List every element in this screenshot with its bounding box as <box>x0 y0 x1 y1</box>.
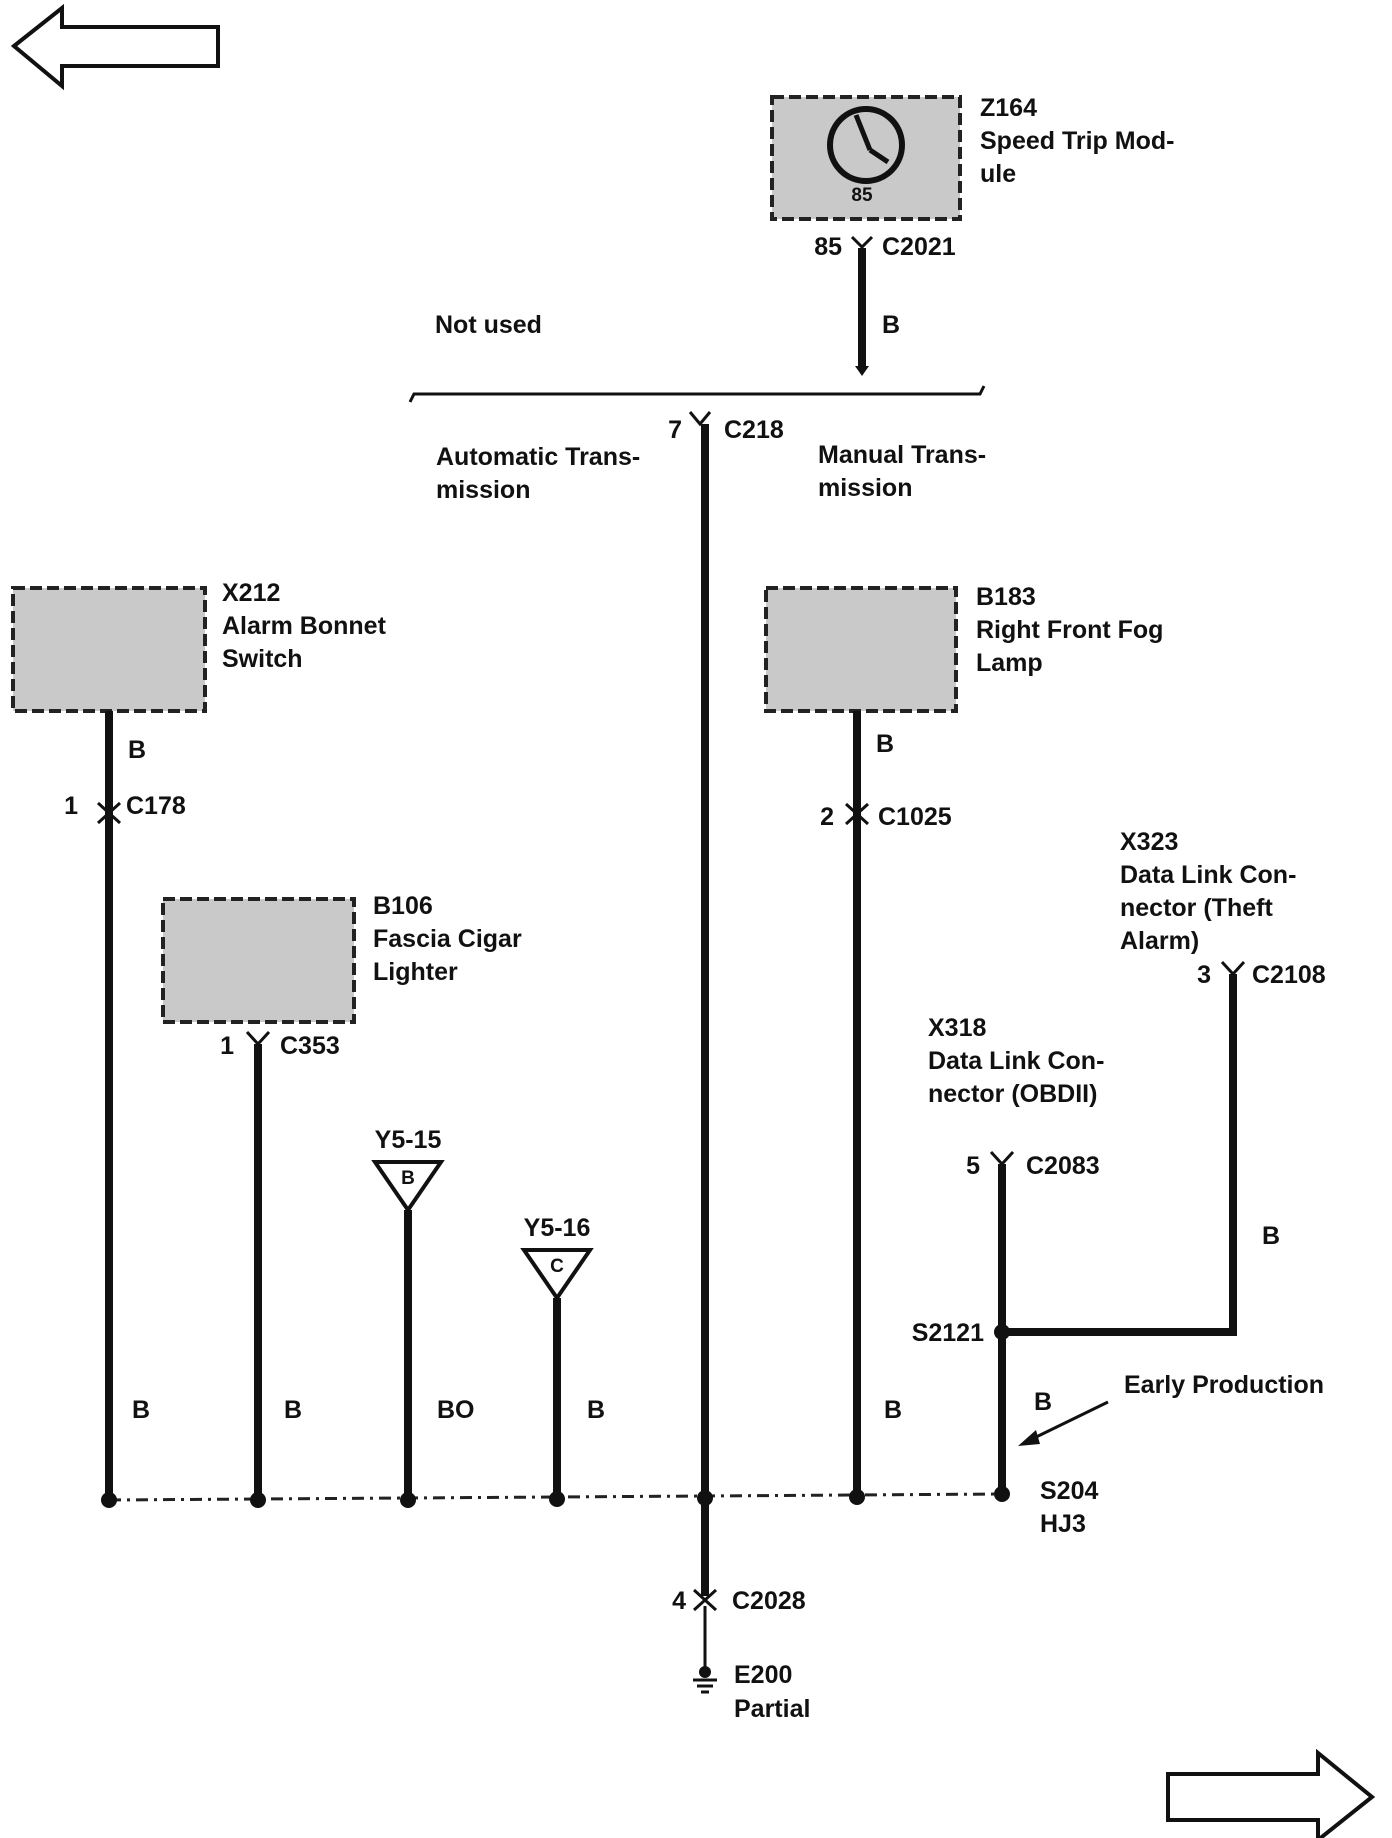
z164-name-line2: ule <box>980 160 1016 188</box>
z164-pin: 85 <box>814 233 842 261</box>
b183-name-line2: Lamp <box>976 649 1043 677</box>
connector-c2021-icon <box>850 235 874 250</box>
b183-id: B183 <box>976 583 1036 611</box>
c1025-connector: C1025 <box>878 803 952 831</box>
z164-inner-number: 85 <box>851 185 873 206</box>
c2083-connector: C2083 <box>1026 1152 1100 1180</box>
c2108-connector: C2108 <box>1252 961 1326 989</box>
ground-symbol-icon <box>693 1666 717 1694</box>
x212-name-line2: Switch <box>222 645 303 673</box>
x318-id: X318 <box>928 1014 986 1042</box>
x212-alarm-bonnet-switch <box>11 586 207 713</box>
z164-wire-color: B <box>882 311 900 339</box>
s2121-id: S2121 <box>912 1319 984 1347</box>
x323-name-line2: nector (Theft <box>1120 894 1273 922</box>
c178-connector: C178 <box>126 792 186 820</box>
x323-wire <box>1002 974 1237 1336</box>
connector-c2083-icon <box>989 1150 1015 1167</box>
connector-c2028-icon <box>692 1588 718 1612</box>
b183-wire-color-lower: B <box>884 1396 902 1424</box>
x323-name-line3: Alarm) <box>1120 927 1199 955</box>
c353-pin: 1 <box>220 1032 234 1060</box>
x212-name-line1: Alarm Bonnet <box>222 612 387 640</box>
next-page-arrow-icon[interactable] <box>1166 1748 1376 1838</box>
b183-name-line1: Right Front Fog <box>976 616 1163 644</box>
x212-id: X212 <box>222 579 280 607</box>
y5-16-wire-color: B <box>587 1396 605 1424</box>
c218-connector: C218 <box>724 416 784 444</box>
connector-c2108-icon <box>1220 960 1246 977</box>
c1025-pin: 2 <box>820 803 834 831</box>
not-used-label: Not used <box>435 311 542 339</box>
x212-wire-color: B <box>128 736 146 764</box>
y5-15-letter: B <box>401 1168 415 1189</box>
x323-id: X323 <box>1120 828 1178 856</box>
x323-name-line1: Data Link Con- <box>1120 861 1296 889</box>
y5-16-reference-triangle-icon[interactable] <box>520 1248 594 1302</box>
x323-wire-color: B <box>1262 1222 1280 1250</box>
y5-15-reference-triangle-icon[interactable] <box>371 1160 445 1214</box>
manual-trans-line1: Manual Trans- <box>818 441 986 469</box>
c178-pin: 1 <box>64 792 78 820</box>
b183-right-front-fog-lamp <box>764 586 958 713</box>
b106-name-line1: Fascia Cigar <box>373 925 522 953</box>
z164-name-line1: Speed Trip Mod- <box>980 127 1174 155</box>
c218-pin: 7 <box>668 416 682 444</box>
early-production-note: Early Production <box>1124 1371 1324 1399</box>
b183-wire-color: B <box>876 730 894 758</box>
c2108-pin: 3 <box>1197 961 1211 989</box>
connector-c178-icon <box>96 801 122 825</box>
early-production-pointer <box>1029 1400 1109 1442</box>
s204-id: S204 <box>1040 1477 1098 1505</box>
c2028-connector: C2028 <box>732 1587 806 1615</box>
c2028-pin: 4 <box>672 1587 686 1615</box>
ground-id: E200 <box>734 1661 792 1689</box>
b106-name-line2: Lighter <box>373 958 458 986</box>
connector-c218-icon <box>688 411 712 427</box>
c2083-pin: 5 <box>966 1152 980 1180</box>
transmission-bracket <box>408 385 986 403</box>
s204-code: HJ3 <box>1040 1510 1086 1538</box>
b106-id: B106 <box>373 892 433 920</box>
s2121-wire-color: B <box>1034 1388 1052 1416</box>
s2121-splice-dot <box>994 1324 1010 1340</box>
manual-trans-line2: mission <box>818 474 912 502</box>
y5-16-letter: C <box>550 1256 564 1277</box>
z164-connector: C2021 <box>882 233 956 261</box>
z164-speed-trip-module: 85 <box>770 95 962 221</box>
y5-16-ref: Y5-16 <box>524 1214 591 1242</box>
b106-wire-color: B <box>284 1396 302 1424</box>
connector-c1025-icon <box>844 802 870 826</box>
connector-c353-icon <box>245 1030 271 1047</box>
b106-fascia-cigar-lighter <box>161 897 356 1024</box>
auto-trans-line2: mission <box>436 476 530 504</box>
y5-15-ref: Y5-15 <box>375 1126 442 1154</box>
z164-id: Z164 <box>980 94 1037 122</box>
y5-15-wire-color: BO <box>437 1396 475 1424</box>
x318-name-line2: nector (OBDII) <box>928 1080 1097 1108</box>
previous-page-arrow-icon[interactable] <box>10 3 220 91</box>
speed-trip-icon <box>827 106 905 184</box>
ground-desc: Partial <box>734 1695 810 1723</box>
c353-connector: C353 <box>280 1032 340 1060</box>
x212-wire-color-lower: B <box>132 1396 150 1424</box>
auto-trans-line1: Automatic Trans- <box>436 443 640 471</box>
x318-name-line1: Data Link Con- <box>928 1047 1104 1075</box>
